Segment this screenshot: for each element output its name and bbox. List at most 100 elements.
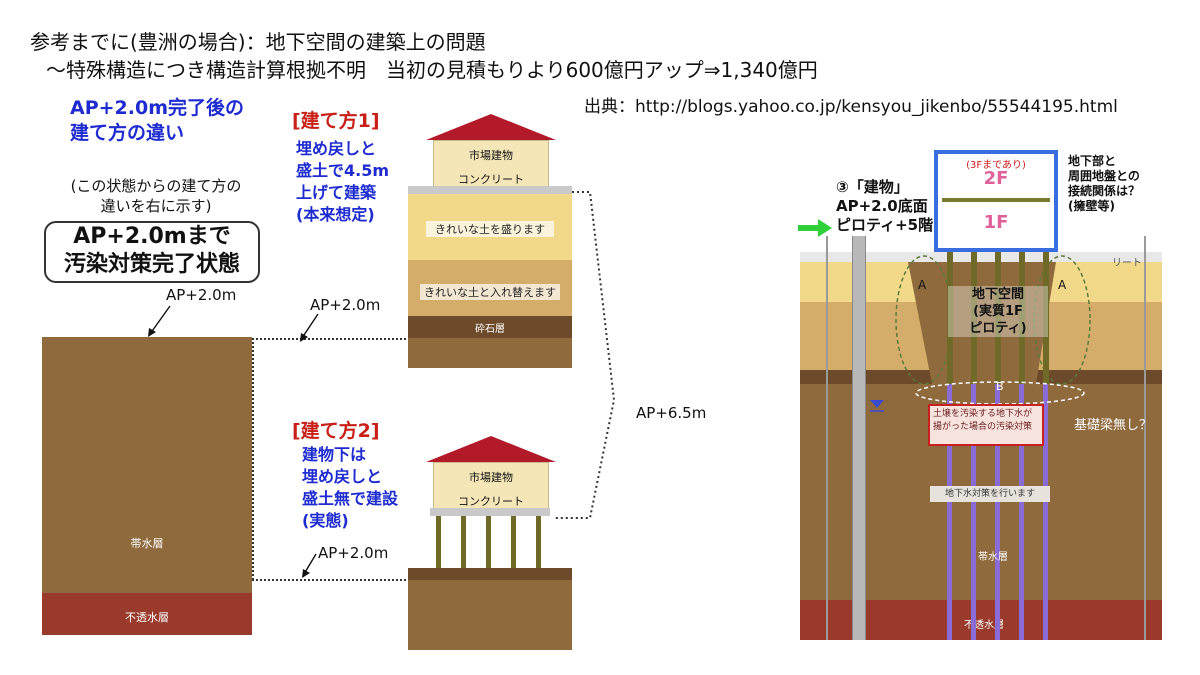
right-a-right: A <box>1058 278 1067 292</box>
method2-desc-line4: (実態) <box>302 511 349 530</box>
left-note-line1: (この状態からの建て方の <box>70 177 242 195</box>
right-question-line1: 地下部と <box>1068 154 1117 168</box>
method2-base-soil <box>408 580 572 650</box>
method1-desc-line1: 埋め戻しと <box>296 139 377 158</box>
left-note: (この状態からの建て方の 違いを右に示す) <box>56 176 256 216</box>
method2-title: [建て方2] <box>292 420 380 442</box>
left-title-line2: 建て方の違い <box>70 122 185 144</box>
right-floor1-label: 1F <box>983 212 1009 233</box>
method2-gravel-layer <box>408 568 572 580</box>
status-box-line1: AP+2.0mまで <box>73 224 231 249</box>
right-floor2-label: 2F <box>983 168 1009 189</box>
connector-left-vertical <box>252 338 254 580</box>
right-floor-divider <box>942 198 1050 202</box>
left-ap-arrow <box>148 305 171 337</box>
right-building-label-line3: ピロティ+5階 <box>836 216 934 234</box>
method1-roof <box>426 114 556 140</box>
left-impermeable-block: 不透水層 <box>42 593 252 635</box>
method1-base-soil <box>408 338 572 368</box>
right-piloti-column <box>971 252 977 384</box>
method1-title: [建て方1] <box>292 110 380 132</box>
connector-bottom <box>252 579 410 581</box>
right-underground-line3: ピロティ) <box>969 321 1027 336</box>
method2-slab <box>430 508 550 516</box>
left-ap-label: AP+2.0m <box>166 286 237 304</box>
water-level-icon <box>870 400 884 412</box>
method2-concrete-label: コンクリート <box>458 495 524 508</box>
left-impermeable-label: 不透水層 <box>125 611 169 624</box>
right-pile <box>947 384 952 640</box>
method2-building: 市場建物 コンクリート <box>433 462 549 510</box>
right-impermeable-label: 不透水層 <box>964 620 1004 631</box>
method1-gravel-label: 砕石層 <box>475 324 505 335</box>
source-citation: 出典：http://blogs.yahoo.co.jp/kensyou_jike… <box>584 97 1118 117</box>
method1-replace-label: きれいな土と入れ替えます <box>420 284 560 300</box>
method2-desc-line2: 埋め戻しと <box>302 467 383 486</box>
left-aquifer-label: 帯水層 <box>130 537 164 550</box>
status-box: AP+2.0mまで 汚染対策完了状態 <box>44 221 260 283</box>
right-b-label: B <box>996 380 1004 393</box>
method1-concrete-label: コンクリート <box>458 173 524 186</box>
method2-desc-line1: 建物下は <box>302 445 367 464</box>
right-question-label: 地下部と 周囲地盤との 接続関係は？ (擁壁等) <box>1068 154 1140 214</box>
method1-desc: 埋め戻しと 盛土で4.5m 上げて建築 (本来想定) <box>296 138 389 226</box>
right-question-line2: 周囲地盤との <box>1068 169 1140 183</box>
method2-column <box>486 516 491 568</box>
right-piloti-column <box>1043 252 1049 384</box>
method2-roof <box>426 436 556 462</box>
right-piloti-column <box>1019 252 1025 384</box>
header-line2: ～特殊構造につき構造計算根拠不明 当初の見積もりより600億円アップ⇒1,340… <box>46 58 818 82</box>
method1-building: 市場建物 コンクリート <box>433 140 549 188</box>
method2-ap-arrow <box>302 553 317 578</box>
green-arrow-icon <box>798 219 832 237</box>
status-box-line2: 汚染対策完了状態 <box>63 252 240 277</box>
method2-column <box>436 516 441 568</box>
right-red-note: 土壌を汚染する地下水が揚がった場合の汚染対策 <box>928 404 1044 446</box>
right-vertical-pipe <box>852 236 866 640</box>
right-reet-label: リート <box>1112 258 1142 269</box>
right-pile <box>995 384 1000 640</box>
method2-column <box>511 516 516 568</box>
right-underground-label: 地下空間 (実質1F ピロティ) <box>948 286 1048 337</box>
method1-desc-line4: (本来想定) <box>296 205 375 224</box>
method1-replace-layer: きれいな土と入れ替えます <box>408 260 572 316</box>
right-piloti-column <box>995 252 1001 384</box>
right-building-label-line2: AP+2.0底面 <box>836 197 928 215</box>
right-wall-line <box>826 236 828 640</box>
method1-ap-label: AP+2.0m <box>310 296 381 314</box>
method2-building-label: 市場建物 <box>469 471 513 484</box>
left-title: AP+2.0m完了後の 建て方の違い <box>70 96 244 146</box>
right-pile <box>1043 384 1048 640</box>
right-pile <box>1019 384 1024 640</box>
right-building-label-line1: ③「建物」 <box>836 178 909 196</box>
method1-gravel-layer: 砕石層 <box>408 316 572 338</box>
method2-desc: 建物下は 埋め戻しと 盛土無で建設 (実態) <box>302 444 398 532</box>
method1-building-label: 市場建物 <box>469 149 513 162</box>
method1-desc-line3: 上げて建築 <box>296 183 377 202</box>
right-underground-line2: (実質1F <box>973 304 1023 319</box>
right-aquifer-label: 帯水層 <box>978 552 1008 563</box>
method1-fill-label: きれいな土を盛ります <box>426 221 554 237</box>
method2-ap-label: AP+2.0m <box>318 544 389 562</box>
method1-ap-arrow <box>300 313 319 342</box>
ap65-label: AP+6.5m <box>636 404 707 422</box>
method1-fill-layer: きれいな土を盛ります <box>408 194 572 260</box>
right-no-beam-label: 基礎梁無し？ <box>1074 418 1153 433</box>
method1-desc-line2: 盛土で4.5m <box>296 161 390 180</box>
connector-top <box>252 338 410 340</box>
method2-column <box>536 516 541 568</box>
right-surface-strip <box>800 252 1162 262</box>
right-gray-label: 地下水対策を行います <box>930 486 1050 502</box>
right-piloti-column <box>947 252 953 384</box>
right-building-label: ③「建物」 AP+2.0底面 ピロティ+5階 <box>836 178 933 235</box>
right-question-line3: 接続関係は？ <box>1068 184 1141 198</box>
method2-desc-line3: 盛土無で建設 <box>302 489 399 508</box>
right-a-left: A <box>918 278 927 292</box>
method2-column <box>461 516 466 568</box>
right-top-red-label: (3Fまであり) <box>966 160 1026 171</box>
right-building-frame: (3Fまであり) 2F 1F <box>934 150 1058 252</box>
method1-slab <box>408 186 572 194</box>
right-question-line4: (擁壁等) <box>1068 199 1115 213</box>
ap65-bracket <box>554 191 616 519</box>
